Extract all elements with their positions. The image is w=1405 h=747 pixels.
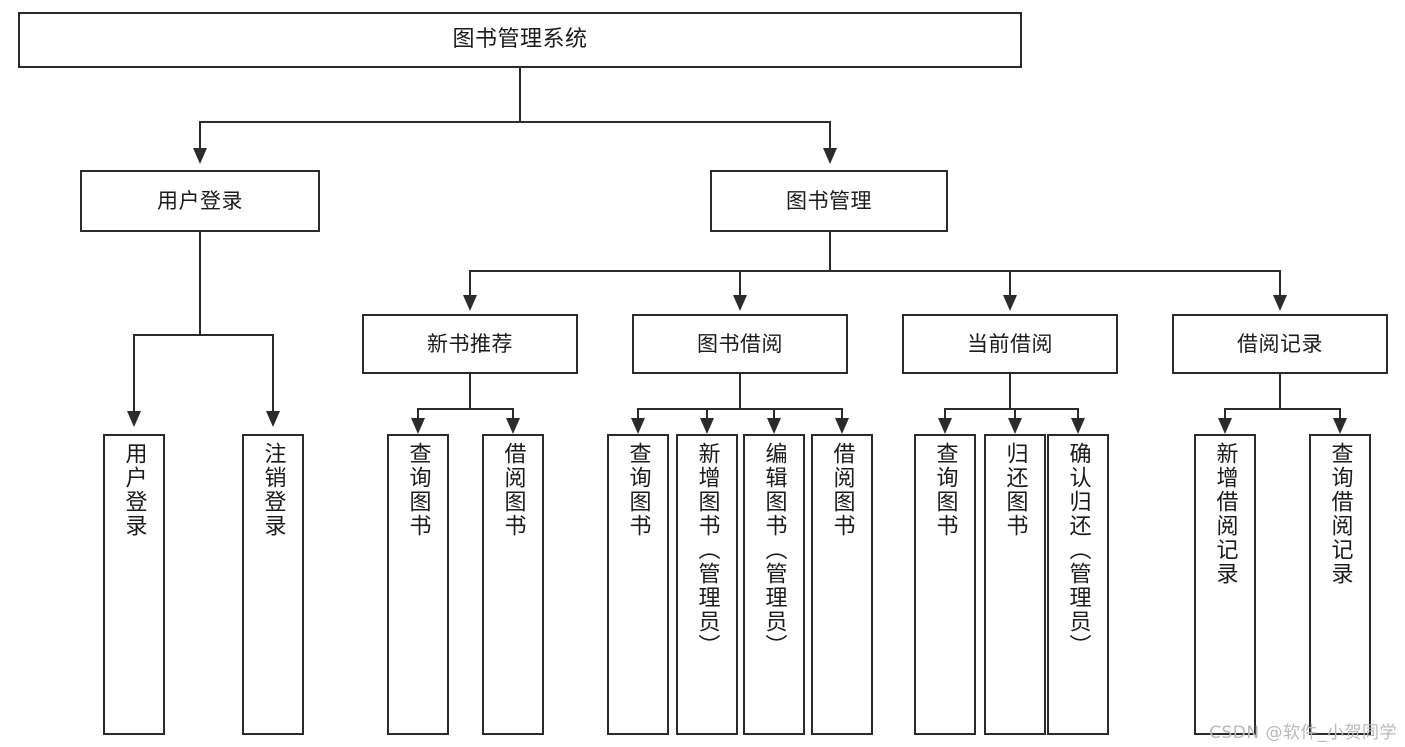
connector-bookborrow-drop-3 [773,408,775,422]
node-book-borrow[interactable]: 图书借阅 [632,314,848,374]
node-label: 用户登录 [157,188,243,213]
node-label: 新书推荐 [427,331,513,356]
arrowhead-book-manage [823,148,837,164]
node-label: 借阅记录 [1237,331,1323,356]
connector-root-stem [519,68,521,122]
node-label: 新增图书（管理员） [694,442,720,658]
arrowhead-leaf-query-book-3 [938,418,952,434]
node-leaf-logout[interactable]: 注销登录 [242,434,304,735]
connector-newbook-stem [469,374,471,410]
node-label: 查询图书 [625,442,651,538]
connector-newbook-bus [417,408,513,410]
connector-currentborrow-bus [944,408,1078,410]
connector-bookborrow-drop-1 [637,408,639,422]
node-new-book-recommend[interactable]: 新书推荐 [362,314,578,374]
node-label: 新增借阅记录 [1212,442,1238,586]
connector-newbook-drop-1 [417,408,419,422]
connector-bookmanage-drop-1 [469,270,471,297]
connector-bookmanage-drop-3 [1009,270,1011,297]
node-label: 图书管理 [786,188,872,213]
connector-bookborrow-drop-2 [706,408,708,422]
node-leaf-query-book-3[interactable]: 查询图书 [914,434,976,735]
node-label: 借阅图书 [829,442,855,538]
connector-bookmanage-stem [829,232,831,272]
node-leaf-query-book-1[interactable]: 查询图书 [387,434,449,735]
connector-bookborrow-drop-4 [841,408,843,422]
arrowhead-current-borrow [1003,295,1017,311]
arrowhead-book-borrow [733,295,747,311]
watermark-text: CSDN @软件_小贺同学 [1209,723,1397,743]
node-label: 当前借阅 [967,331,1053,356]
node-leaf-borrow-book-2[interactable]: 借阅图书 [811,434,873,735]
connector-borrowrecord-drop-2 [1339,408,1341,422]
arrowhead-leaf-query-book-1 [411,418,425,434]
arrowhead-leaf-edit-book [767,418,781,434]
node-label: 编辑图书（管理员） [761,442,787,658]
arrowhead-borrow-record [1273,295,1287,311]
arrowhead-leaf-add-record [1218,418,1232,434]
arrowhead-leaf-confirm-return [1071,418,1085,434]
connector-root-bus [199,121,831,123]
node-label: 用户登录 [121,442,147,538]
node-label: 图书管理系统 [452,27,588,53]
node-label: 归还图书 [1002,442,1028,538]
node-borrow-record[interactable]: 借阅记录 [1172,314,1388,374]
connector-currentborrow-drop-2 [1014,408,1016,422]
node-user-login[interactable]: 用户登录 [80,170,320,232]
arrowhead-new-book-recommend [463,295,477,311]
connector-borrowrecord-stem [1279,374,1281,410]
arrowhead-leaf-query-record [1333,418,1347,434]
connector-bookmanage-drop-2 [739,270,741,297]
node-leaf-confirm-return[interactable]: 确认归还（管理员） [1047,434,1109,735]
node-book-manage[interactable]: 图书管理 [710,170,948,232]
node-label: 注销登录 [260,442,286,538]
arrowhead-leaf-borrow-book-1 [506,418,520,434]
node-leaf-add-book[interactable]: 新增图书（管理员） [676,434,738,735]
connector-root-drop-left [199,121,201,150]
arrowhead-leaf-logout [266,411,280,427]
node-leaf-return-book[interactable]: 归还图书 [984,434,1046,735]
connector-userlogin-stem [199,232,201,336]
node-label: 查询借阅记录 [1327,442,1353,586]
node-label: 确认归还（管理员） [1065,442,1091,658]
node-leaf-borrow-book-1[interactable]: 借阅图书 [482,434,544,735]
connector-userlogin-bus [133,334,273,336]
node-root-system[interactable]: 图书管理系统 [18,12,1022,68]
node-leaf-user-login[interactable]: 用户登录 [103,434,165,735]
node-leaf-query-book-2[interactable]: 查询图书 [607,434,669,735]
arrowhead-leaf-query-book-2 [631,418,645,434]
arrowhead-user-login [193,148,207,164]
connector-userlogin-drop-1 [133,334,135,413]
node-leaf-edit-book[interactable]: 编辑图书（管理员） [743,434,805,735]
connector-userlogin-drop-2 [272,334,274,413]
connector-currentborrow-stem [1009,374,1011,410]
arrowhead-leaf-return-book [1008,418,1022,434]
node-label: 图书借阅 [697,331,783,356]
connector-bookborrow-bus [637,408,843,410]
connector-borrowrecord-drop-1 [1224,408,1226,422]
node-label: 查询图书 [405,442,431,538]
arrowhead-leaf-borrow-book-2 [835,418,849,434]
connector-bookmanage-bus [469,270,1281,272]
node-label: 借阅图书 [500,442,526,538]
connector-newbook-drop-2 [512,408,514,422]
node-leaf-add-record[interactable]: 新增借阅记录 [1194,434,1256,735]
connector-bookborrow-stem [739,374,741,410]
connector-borrowrecord-bus [1224,408,1341,410]
node-label: 查询图书 [932,442,958,538]
node-leaf-query-record[interactable]: 查询借阅记录 [1309,434,1371,735]
arrowhead-leaf-add-book [700,418,714,434]
arrowhead-leaf-user-login [127,411,141,427]
connector-bookmanage-drop-4 [1279,270,1281,297]
connector-currentborrow-drop-3 [1077,408,1079,422]
node-current-borrow[interactable]: 当前借阅 [902,314,1118,374]
connector-currentborrow-drop-1 [944,408,946,422]
connector-root-drop-right [829,121,831,150]
